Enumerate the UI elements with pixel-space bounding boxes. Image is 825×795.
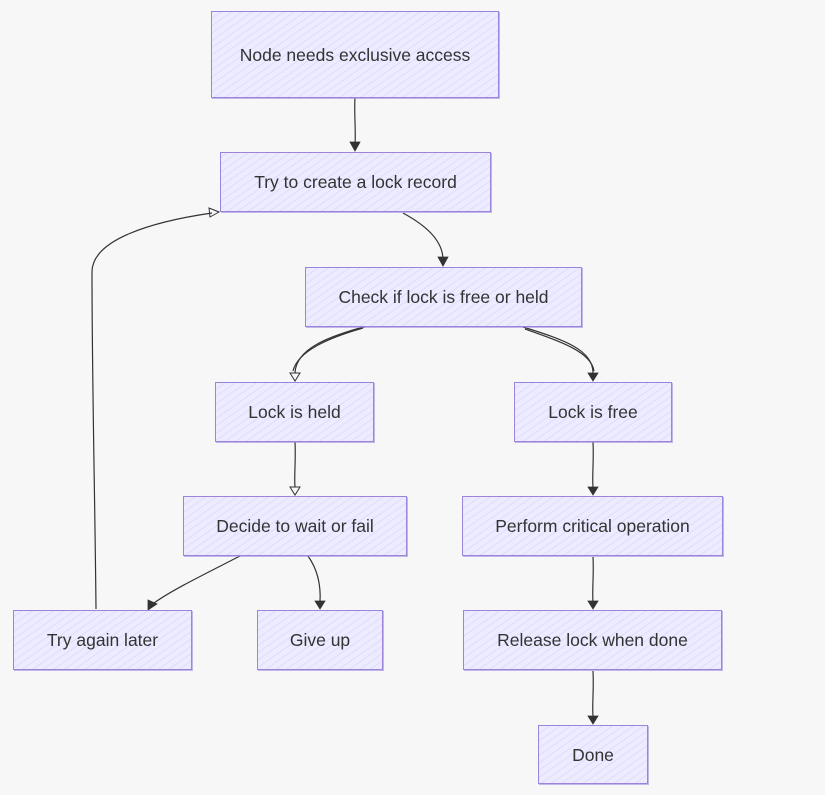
node-label: Done <box>572 744 614 765</box>
node-done: Done <box>538 725 648 784</box>
edge-decide-to-giveup <box>307 555 321 603</box>
node-label: Lock is held <box>248 402 341 422</box>
node-decide-wait-or-fail: Decide to wait or fail <box>183 496 407 556</box>
arrow-decide-to-giveup <box>314 600 326 610</box>
arrow-check-to-free <box>587 372 599 382</box>
node-lock-free: Lock is free <box>514 382 672 442</box>
node-try-again-later: Try again later <box>13 610 192 670</box>
edge-check-to-free-sketch <box>524 328 595 372</box>
edge-check-to-free <box>522 326 594 374</box>
arrow-need-to-try <box>349 141 361 152</box>
node-release-lock: Release lock when done <box>463 610 722 670</box>
node-label: Lock is free <box>548 402 638 422</box>
node-perform-critical-operation: Perform critical operation <box>462 496 723 556</box>
arrow-free-to-perform <box>587 486 599 496</box>
node-label: Perform critical operation <box>495 516 690 536</box>
arrow-held-to-decide <box>289 486 301 496</box>
edge-try-to-check <box>402 212 444 261</box>
edge-check-to-held-sketch <box>292 327 364 372</box>
node-label: Try to create a lock record <box>254 172 457 192</box>
arrow-later-to-try <box>208 207 221 218</box>
arrow-release-to-done <box>587 715 599 725</box>
node-label: Give up <box>289 630 351 650</box>
edge-need-to-try <box>354 96 356 146</box>
node-give-up: Give up <box>257 610 383 670</box>
edge-held-to-decide <box>294 441 296 488</box>
node-label: Decide to wait or fail <box>216 516 374 536</box>
edge-release-to-done <box>592 670 594 717</box>
arrow-check-to-held <box>289 372 301 382</box>
arrow-perform-to-release <box>587 600 599 610</box>
node-label: Release lock when done <box>497 630 688 650</box>
node-label: Node needs exclusive access <box>239 44 471 65</box>
node-try-create-lock: Try to create a lock record <box>220 152 491 212</box>
edge-free-to-perform <box>592 441 594 488</box>
arrow-try-to-check <box>437 256 449 267</box>
edge-later-to-try <box>91 212 213 610</box>
node-label: Try again later <box>46 630 159 650</box>
node-check-lock: Check if lock is free or held <box>305 267 582 327</box>
edge-perform-to-release <box>592 556 594 603</box>
node-label: Check if lock is free or held <box>338 287 549 307</box>
node-lock-held: Lock is held <box>215 382 374 442</box>
edge-decide-to-later <box>153 555 241 604</box>
arrow-decide-to-later <box>147 599 158 611</box>
edge-check-to-held <box>294 325 368 374</box>
node-need-exclusive-access: Node needs exclusive access <box>211 11 499 98</box>
